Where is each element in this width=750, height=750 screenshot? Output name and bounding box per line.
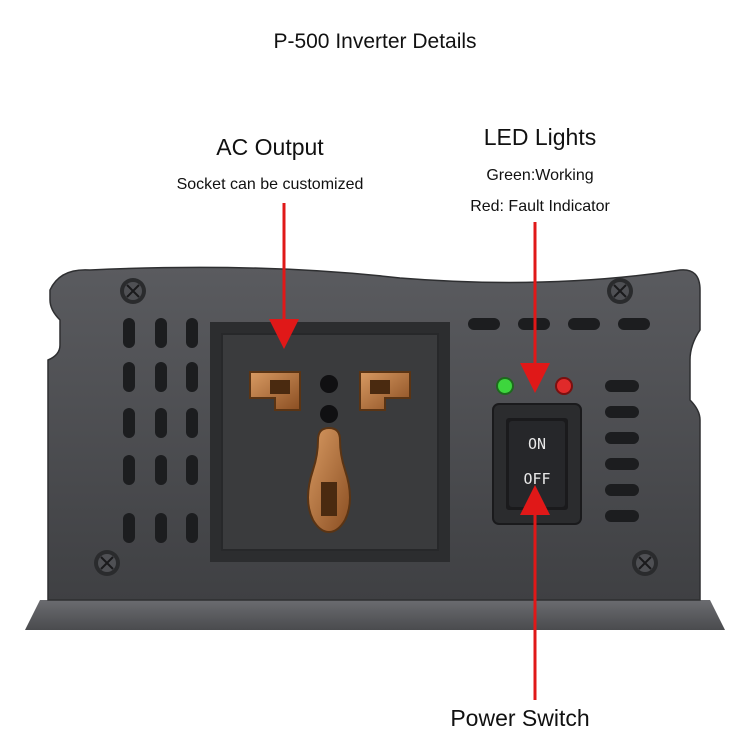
screw-icon xyxy=(94,550,120,576)
red-led xyxy=(555,377,573,395)
power-switch xyxy=(492,403,582,525)
screw-icon xyxy=(607,278,633,304)
base-plate xyxy=(25,600,725,630)
screw-icon xyxy=(120,278,146,304)
green-led xyxy=(496,377,514,395)
screw-icon xyxy=(632,550,658,576)
ac-output-subtitle: Socket can be customized xyxy=(176,176,364,193)
ac-output-title: AC Output xyxy=(216,134,324,160)
led-lights-title: LED Lights xyxy=(483,124,597,150)
vent-slot-icon xyxy=(468,318,650,330)
led-red-label: Red: Fault Indicator xyxy=(470,198,610,215)
switch-on-label: ON xyxy=(528,435,546,453)
vent-slot-icon xyxy=(123,318,198,543)
ac-socket xyxy=(210,322,450,562)
led-green-label: Green:Working xyxy=(486,167,594,184)
vent-slot-icon xyxy=(605,380,639,522)
power-switch-title: Power Switch xyxy=(450,705,590,731)
page-title: P-500 Inverter Details xyxy=(273,30,477,53)
switch-off-label: OFF xyxy=(523,470,550,488)
